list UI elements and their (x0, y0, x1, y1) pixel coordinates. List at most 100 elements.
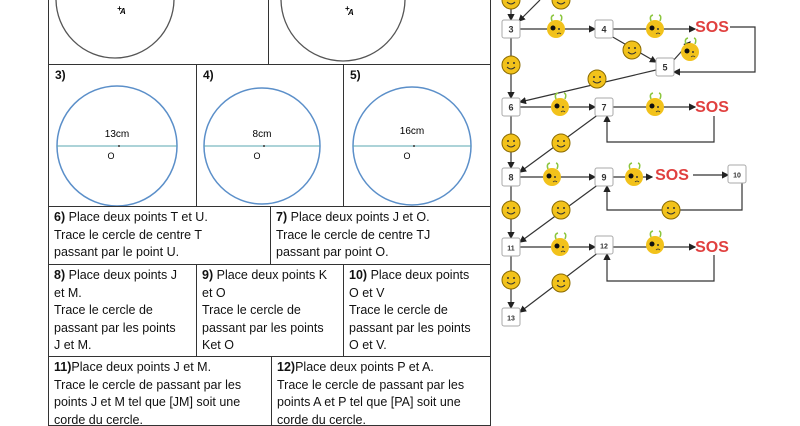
instruction-line: Trace le cercle de centre T (54, 227, 266, 245)
instruction-line: corde du cercle. (54, 412, 267, 426)
instruction-line: passant par les points (349, 320, 485, 338)
flow-node-9: 9 (595, 168, 613, 186)
exercise-number: 5) (350, 68, 361, 82)
flow-node-4: 4 (595, 20, 613, 38)
happy-smiley-icon (502, 134, 520, 152)
instruction-line: Place deux points J et M. (71, 360, 211, 374)
worried-smiley-icon (543, 163, 561, 186)
instruction-line: Trace le cercle de passant par les (277, 377, 485, 395)
node-label: 5 (662, 63, 667, 73)
exercise-2-cell: + A (268, 0, 491, 66)
sos-icon: SOS (655, 167, 689, 184)
diameter-label: 16cm (400, 126, 424, 137)
exercise-11-cell: 11)Place deux points J et M. Trace le ce… (48, 356, 273, 426)
instruction-line: Trace le cercle de (349, 302, 485, 320)
flow-node-7: 7 (595, 98, 613, 116)
node-label: 13 (507, 316, 515, 323)
flow-arrow (520, 70, 656, 102)
exercise-number: 4) (203, 68, 214, 82)
node-label: 3 (508, 25, 513, 35)
flow-node-10: 10 (728, 165, 746, 183)
worried-smiley-icon (646, 93, 664, 116)
sos-icon: SOS (695, 19, 729, 36)
flow-node-8: 8 (502, 168, 520, 186)
instruction-line: points J et M tel que [JM] soit une (54, 394, 267, 412)
sos-icon: SOS (695, 99, 729, 116)
diameter-label: 8cm (253, 129, 272, 140)
worried-smiley-icon (646, 15, 664, 38)
flow-node-5: 5 (656, 58, 674, 76)
progress-flowchart: SOS SOS SOS SOS 3 4 5 6 7 8 9 10 11 12 13 (492, 0, 800, 420)
happy-smiley-icon (502, 271, 520, 289)
happy-smiley-icon (502, 201, 520, 219)
sos-icon: SOS (695, 239, 729, 256)
instruction-line: Place deux points J (69, 268, 177, 282)
instruction-line: O et V. (349, 337, 485, 355)
exercise-number: 12) (277, 360, 295, 374)
exercise-number: 7) (276, 210, 287, 224)
node-label: 12 (600, 244, 608, 251)
node-label: 11 (507, 246, 515, 253)
happy-smiley-icon (552, 274, 570, 292)
instruction-line: Place deux points J et O. (291, 210, 430, 224)
node-label: 10 (733, 173, 741, 180)
instruction-line: Place deux points P et A. (295, 360, 434, 374)
instruction-line: Place deux points T et U. (69, 210, 208, 224)
happy-smiley-icon (552, 201, 570, 219)
flow-node-3: 3 (502, 20, 520, 38)
flow-arrow (607, 254, 714, 281)
exercise-6-cell: 6) Place deux points T et U. Trace le ce… (48, 206, 272, 266)
circle-figure-3: 13cm O (49, 65, 198, 208)
instruction-line: O et V (349, 285, 485, 303)
exercise-7-cell: 7) Place deux points J et O. Trace le ce… (270, 206, 491, 266)
flow-node-11: 11 (502, 238, 520, 256)
exercise-1-cell: + A (48, 0, 270, 66)
flow-node-13: 13 (502, 308, 520, 326)
exercise-3-cell: 3) 13cm O (48, 64, 198, 208)
circle-figure-1: + A (49, 0, 270, 66)
instruction-line: passant par le point U. (54, 244, 266, 262)
circle-figure-2: + A (269, 0, 491, 66)
exercise-number: 8) (54, 268, 65, 282)
happy-smiley-icon (552, 0, 570, 9)
node-label: 8 (508, 173, 513, 183)
exercise-4-cell: 4) 8cm O (196, 64, 345, 208)
center-label: O (403, 151, 410, 161)
exercise-8-cell: 8) Place deux points J et M. Trace le ce… (48, 264, 198, 358)
instruction-line: Place deux points (371, 268, 470, 282)
flow-arrow (607, 116, 714, 142)
instruction-line: corde du cercle. (277, 412, 485, 426)
happy-smiley-icon (502, 56, 520, 74)
worried-smiley-icon (681, 38, 699, 61)
node-label: 9 (601, 173, 606, 183)
happy-smiley-icon (623, 41, 641, 59)
happy-smiley-icon (502, 0, 520, 9)
exercise-number: 6) (54, 210, 65, 224)
instruction-line: et O (202, 285, 339, 303)
exercise-10-cell: 10) Place deux points O et V Trace le ce… (343, 264, 491, 358)
center-label: O (253, 151, 260, 161)
worried-smiley-icon (551, 233, 569, 256)
diameter-label: 13cm (105, 129, 129, 140)
exercise-12-cell: 12)Place deux points P et A. Trace le ce… (271, 356, 491, 426)
node-label: 4 (601, 25, 606, 35)
instruction-line: Trace le cercle de (202, 302, 339, 320)
point-label: A (347, 8, 354, 17)
instruction-line: passant par les points (202, 320, 339, 338)
exercise-number: 10) (349, 268, 367, 282)
worried-smiley-icon (646, 231, 664, 254)
instruction-line: Trace le cercle de centre TJ (276, 227, 485, 245)
worried-smiley-icon (625, 163, 643, 186)
instruction-line: Trace le cercle de passant par les (54, 377, 267, 395)
instruction-line: passant par les points (54, 320, 192, 338)
circle-figure-4: 8cm O (197, 65, 345, 208)
point-label: A (119, 7, 126, 16)
exercise-number: 9) (202, 268, 213, 282)
instruction-line: Ket O (202, 337, 339, 355)
instruction-line: Trace le cercle de (54, 302, 192, 320)
instruction-line: Place deux points K (217, 268, 328, 282)
node-label: 7 (601, 103, 606, 113)
node-label: 6 (508, 103, 513, 113)
exercise-number: 11) (54, 360, 71, 374)
center-label: O (107, 151, 114, 161)
